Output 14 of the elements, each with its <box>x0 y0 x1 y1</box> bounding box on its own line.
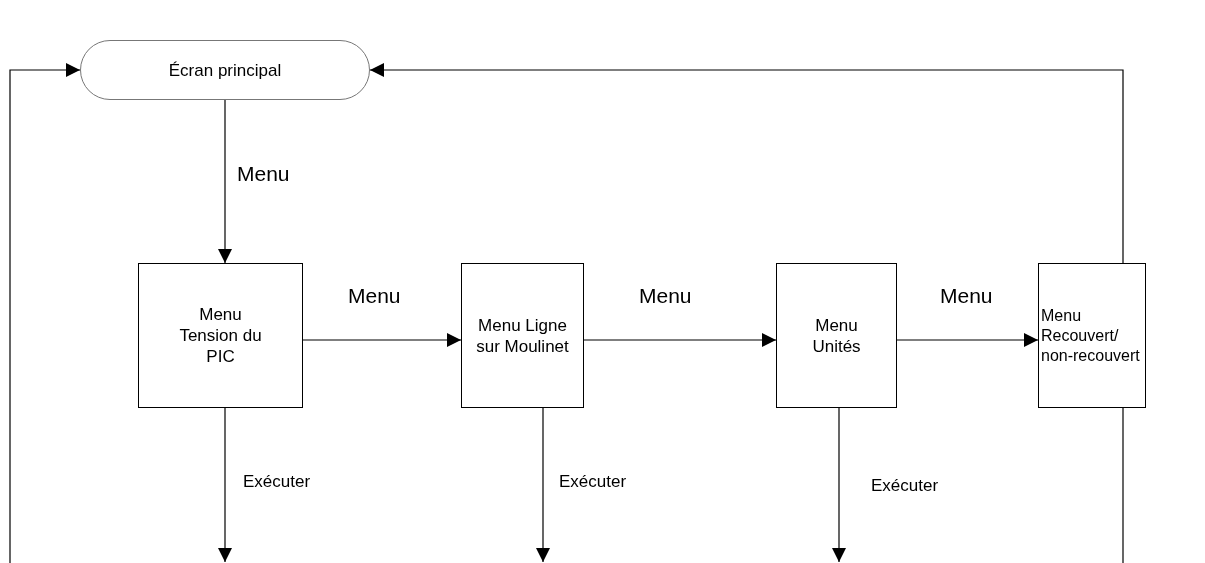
process-box: Menu Ligne sur Moulinet <box>461 263 584 408</box>
arrow <box>369 63 1124 264</box>
arrow <box>302 333 462 347</box>
process-box: Menu Recouvert/ non-recouvert <box>1038 263 1146 408</box>
arrow <box>218 99 232 264</box>
arrow <box>583 333 777 347</box>
arrow <box>832 407 846 563</box>
arrow <box>896 333 1039 347</box>
process-box: Menu Unités <box>776 263 897 408</box>
arrow <box>9 63 81 563</box>
process-box: Menu Tension du PIC <box>138 263 303 408</box>
arrow <box>536 407 550 563</box>
arrow <box>218 407 232 563</box>
terminal-shape: Écran principal <box>80 40 370 100</box>
